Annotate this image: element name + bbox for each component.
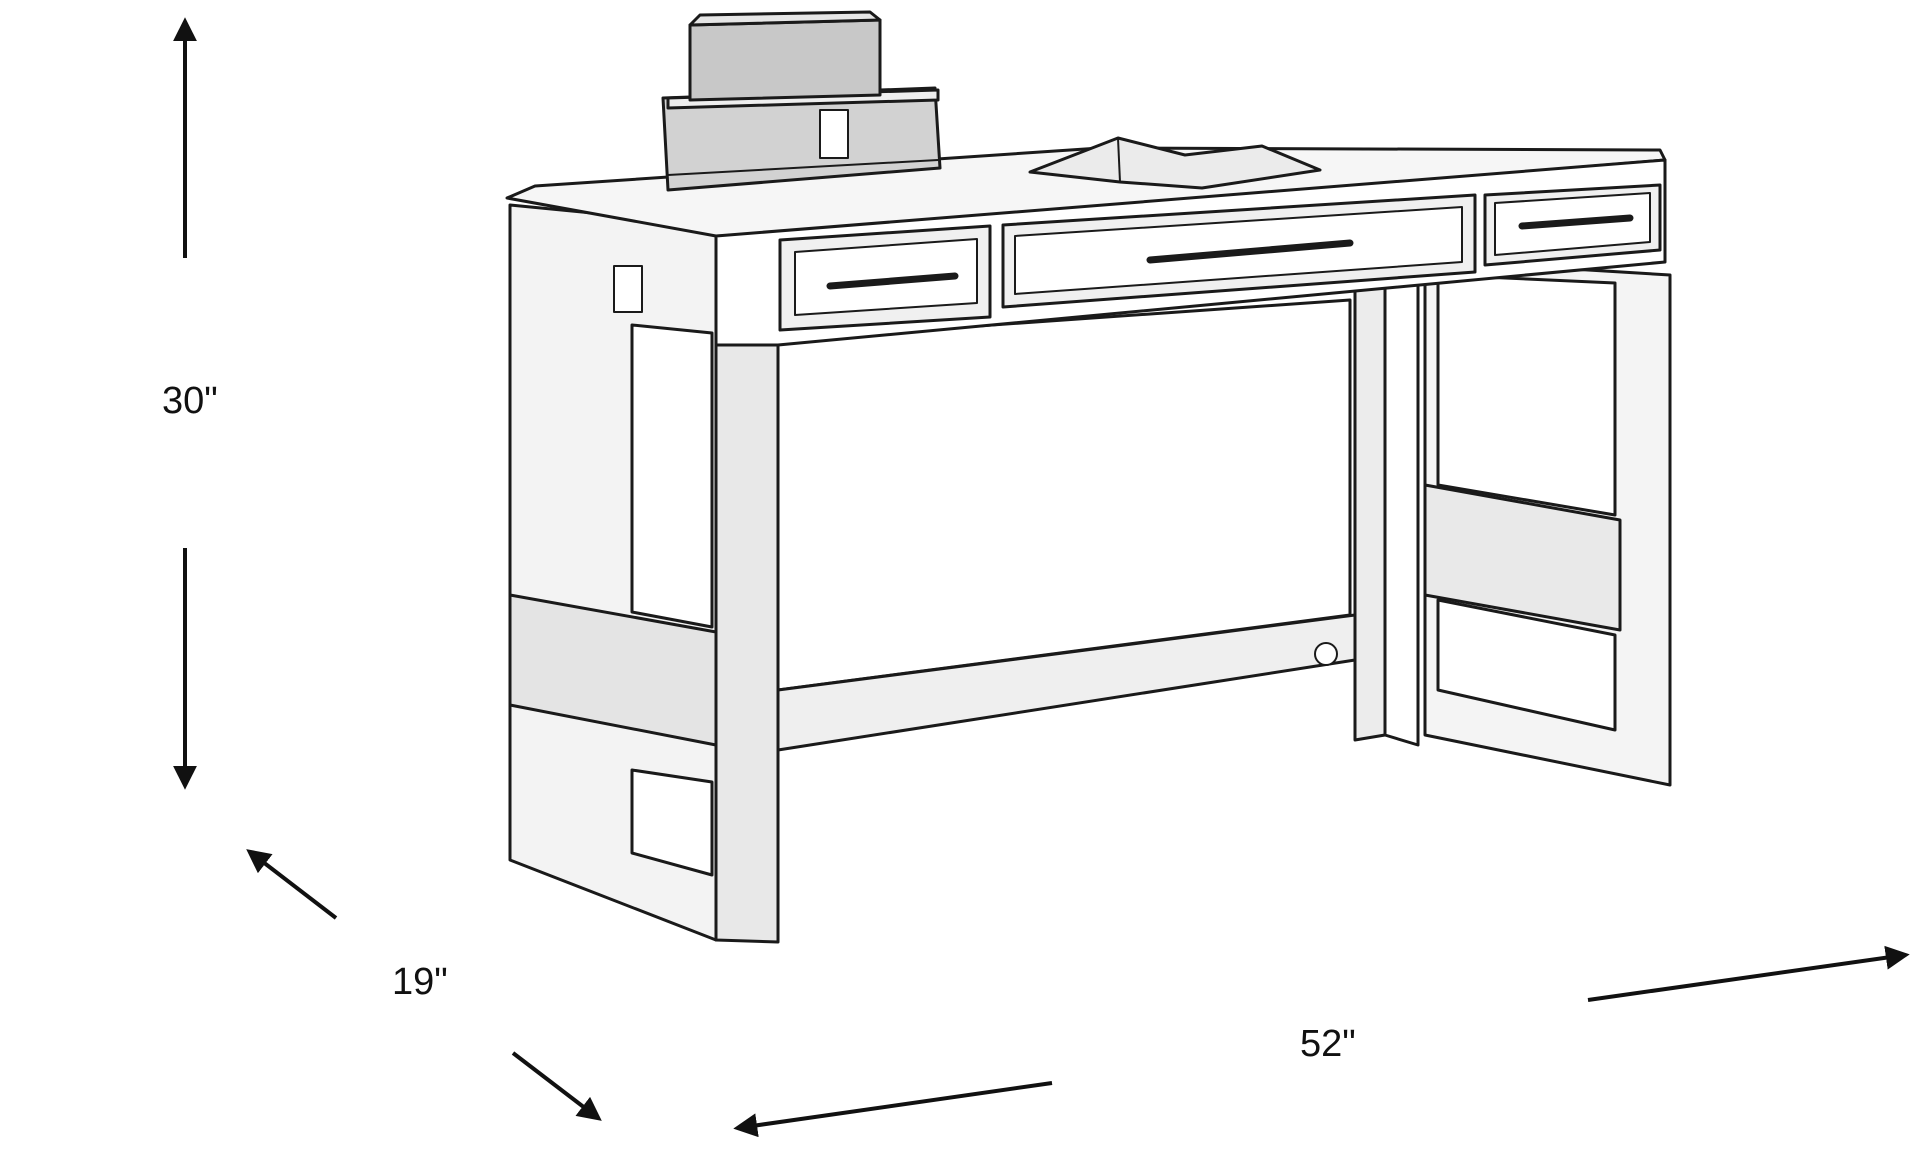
drawer-left-handle (826, 272, 959, 290)
drawer-right (1483, 183, 1662, 267)
drawer-right-handle (1518, 214, 1634, 230)
drawer-center (1001, 193, 1477, 309)
outlet-icon (1314, 642, 1338, 666)
left-leg (508, 203, 780, 944)
drawer-center-handle (1146, 239, 1354, 264)
height-label: 30" (162, 380, 218, 422)
back-panel (776, 298, 1357, 752)
side-hook-icon (613, 265, 643, 313)
drawer-left (778, 224, 992, 332)
box-latch-icon (819, 109, 849, 159)
depth-dimension-arrow (246, 849, 602, 1121)
width-dimension-arrow (733, 945, 1910, 1138)
desk-illustration (505, 10, 1672, 944)
depth-label: 19" (392, 961, 448, 1003)
open-book (1028, 136, 1322, 190)
width-label: 52" (1300, 1023, 1356, 1065)
right-leg (1353, 258, 1672, 787)
decorative-boxes (661, 10, 942, 192)
